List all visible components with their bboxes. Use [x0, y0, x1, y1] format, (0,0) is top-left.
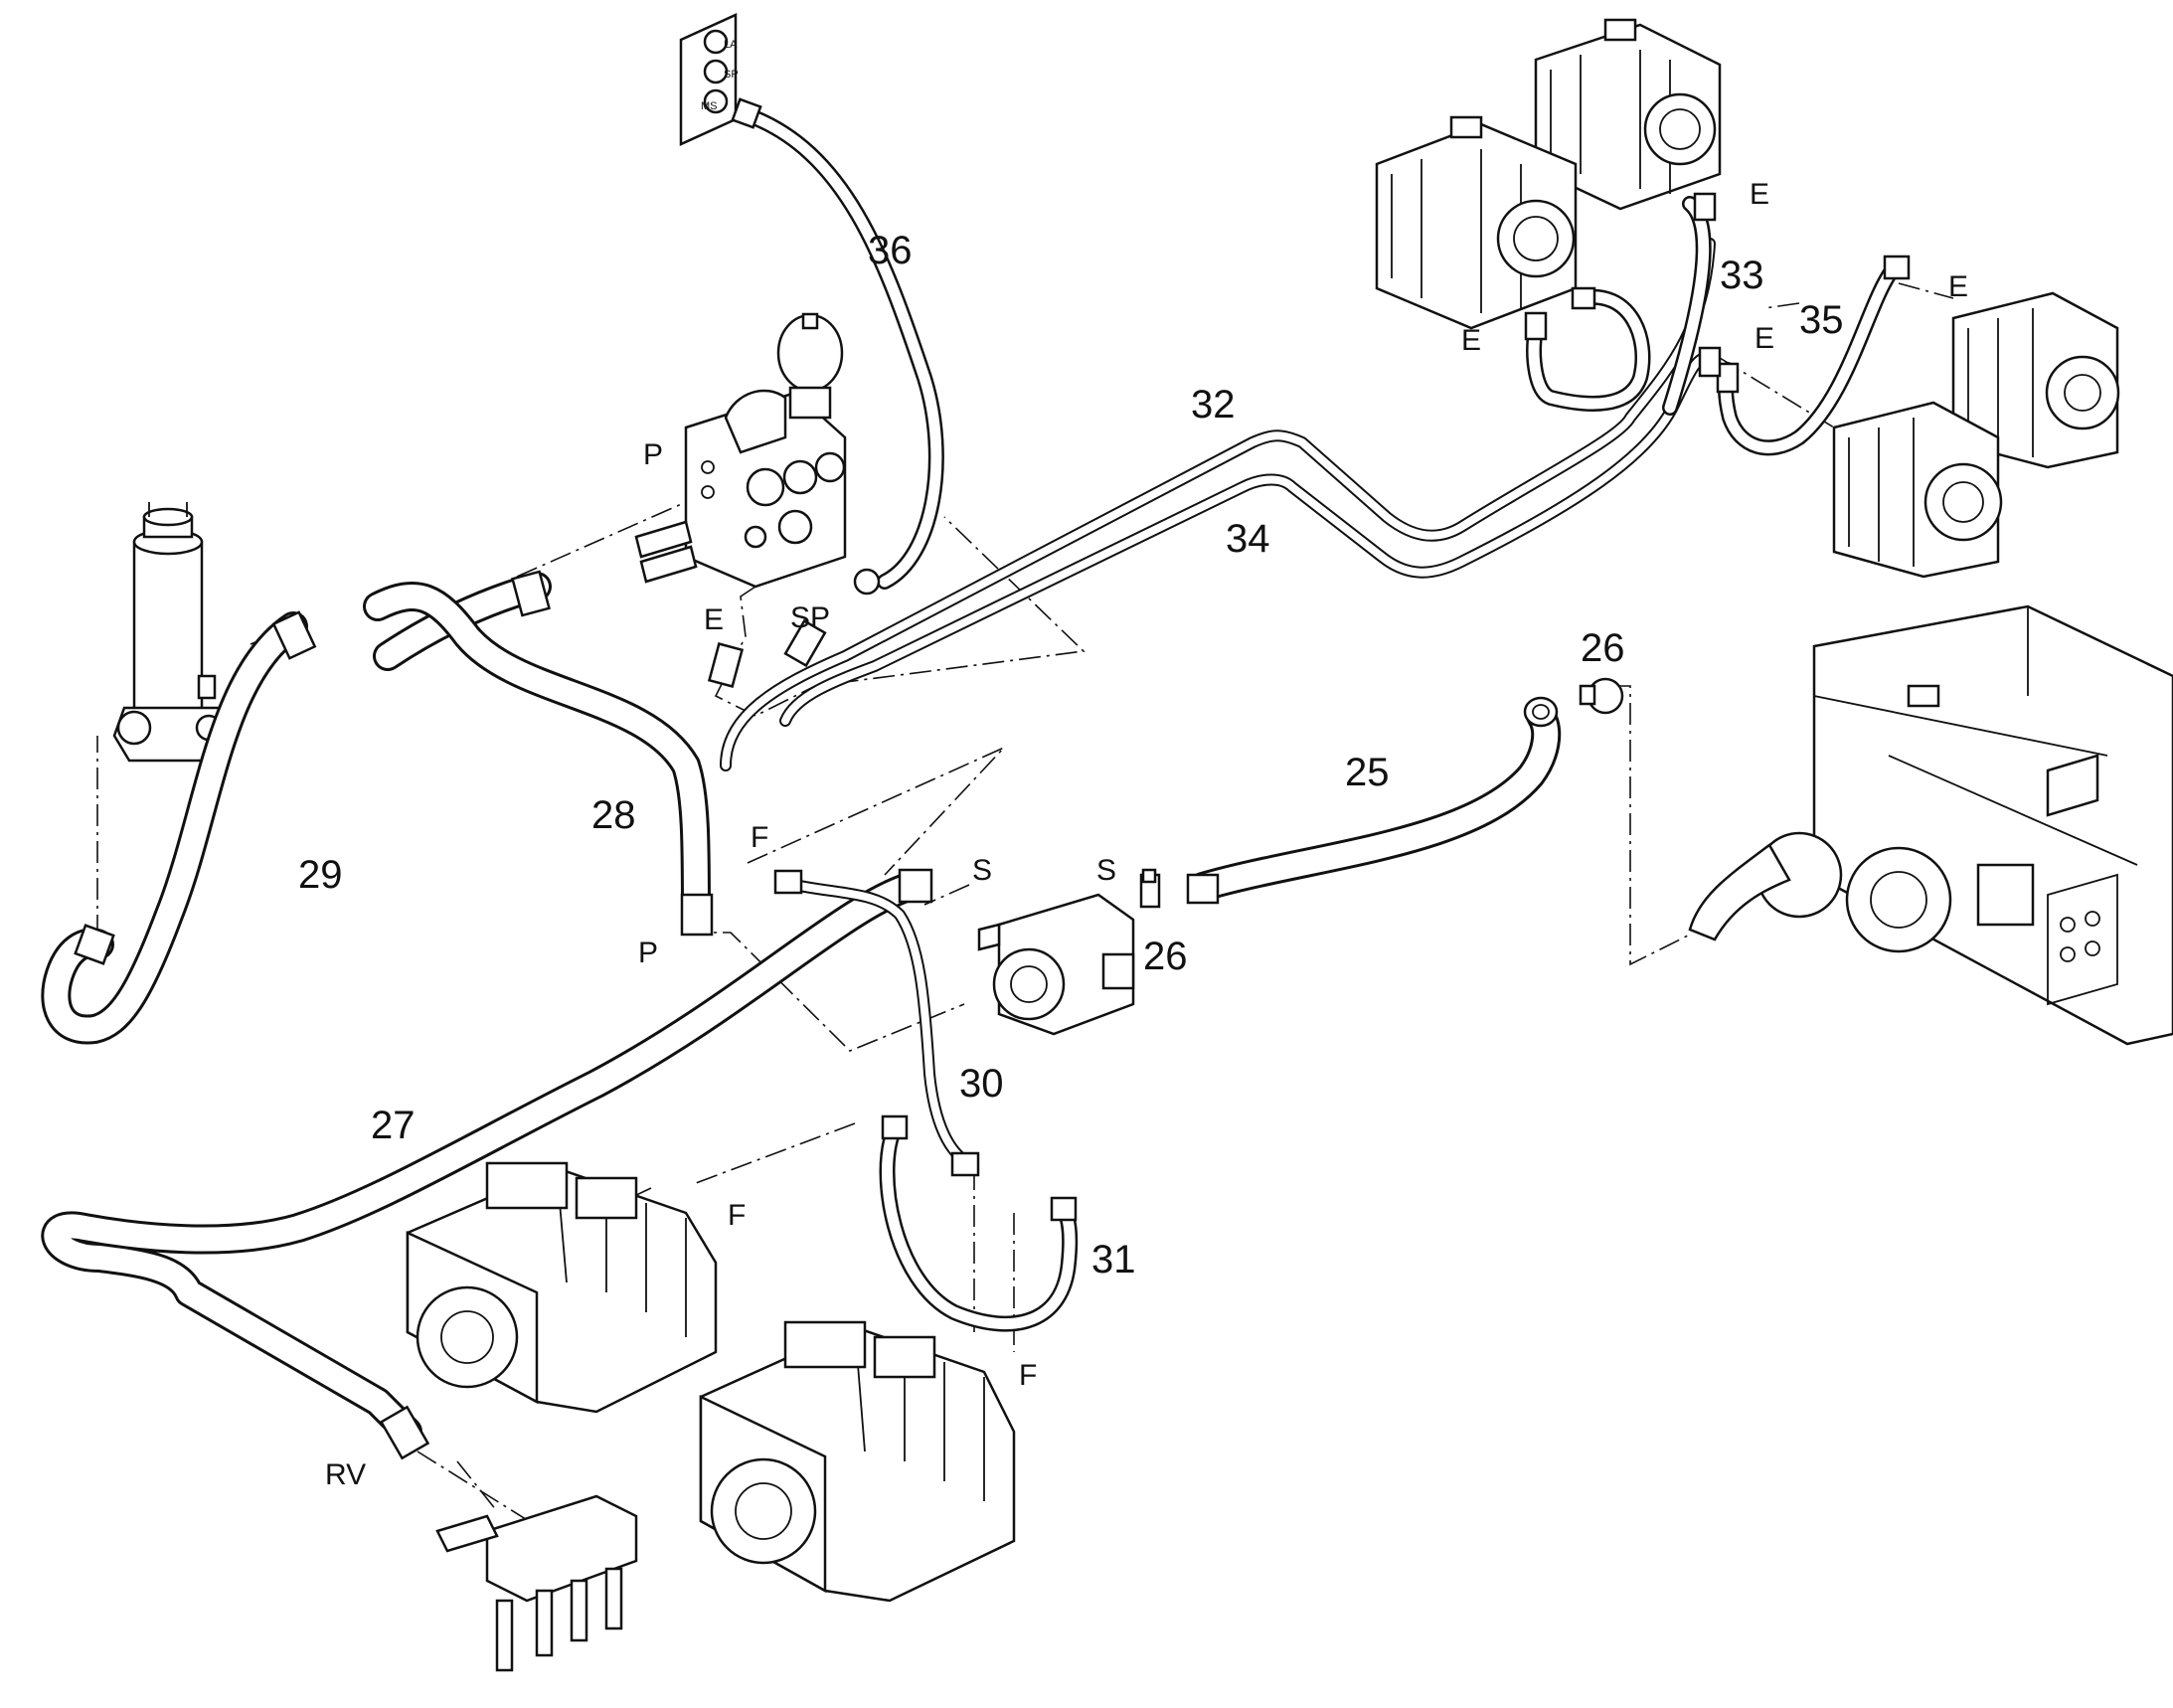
callout-30: 30 — [959, 1062, 1004, 1106]
rv-valve-block — [435, 1494, 638, 1672]
tube-32 — [707, 238, 1716, 771]
port-sp-block: SP — [790, 601, 830, 634]
svg-text:LA: LA — [724, 39, 738, 51]
hose-31 — [879, 1114, 1079, 1332]
port-f-top: F — [751, 821, 768, 854]
callout-26-top: 26 — [1581, 626, 1625, 670]
port-f-pump-1: F — [728, 1199, 746, 1232]
piston-pump-2 — [699, 1320, 1016, 1603]
hose-28 — [363, 582, 714, 937]
piston-pump-1 — [406, 1161, 718, 1414]
gauge-plate: LA SP MS — [679, 13, 739, 146]
svg-text:SP: SP — [724, 69, 739, 81]
right-motor-1 — [1951, 291, 2120, 469]
clamp-26-top — [1579, 677, 1624, 715]
callout-32: 32 — [1191, 383, 1236, 427]
callout-34: 34 — [1226, 517, 1270, 561]
callout-25: 25 — [1345, 751, 1390, 794]
port-f-pump-2: F — [1019, 1359, 1037, 1392]
top-motor-1 — [1534, 18, 1722, 211]
leader-lines — [96, 228, 1954, 1527]
hose-35 — [1698, 255, 1911, 456]
hose-36 — [731, 97, 944, 596]
top-motor-2 — [1375, 115, 1578, 330]
callout-31: 31 — [1091, 1238, 1136, 1281]
callout-numbers: 25 26 26 27 28 29 30 31 32 33 34 35 36 — [298, 229, 1844, 1281]
port-s-1: S — [972, 854, 992, 887]
right-motor-2 — [1832, 401, 2003, 579]
port-e-top-right: E — [1750, 178, 1769, 211]
callout-27: 27 — [371, 1104, 416, 1147]
port-p-block: P — [643, 438, 663, 471]
callout-28: 28 — [591, 793, 636, 837]
port-e-block: E — [704, 603, 724, 636]
port-labels: P P E SP E E E E F F F S S RV — [325, 178, 1968, 1491]
gear-pump — [977, 893, 1135, 1036]
callout-29: 29 — [298, 853, 343, 897]
hose-33 — [1524, 192, 1717, 416]
port-p-hose: P — [638, 937, 658, 969]
port-e-top-left: E — [1461, 324, 1481, 357]
return-filter — [112, 502, 231, 763]
port-e-right-1: E — [1948, 270, 1968, 303]
port-e-right-2: E — [1755, 322, 1774, 355]
callout-33: 33 — [1720, 254, 1764, 297]
hose-27 — [41, 868, 933, 1460]
callout-36: 36 — [868, 229, 913, 272]
svg-text:MS: MS — [701, 100, 718, 112]
port-rv: RV — [325, 1458, 366, 1491]
callout-26-mid: 26 — [1143, 935, 1188, 978]
callout-35: 35 — [1799, 298, 1844, 342]
clamp-26-mid — [1139, 868, 1161, 909]
hose-25 — [1186, 696, 1562, 905]
tank-housing — [1688, 604, 2173, 1046]
tube-30 — [773, 869, 980, 1177]
valve-block — [634, 312, 847, 589]
port-s-2: S — [1096, 854, 1116, 887]
